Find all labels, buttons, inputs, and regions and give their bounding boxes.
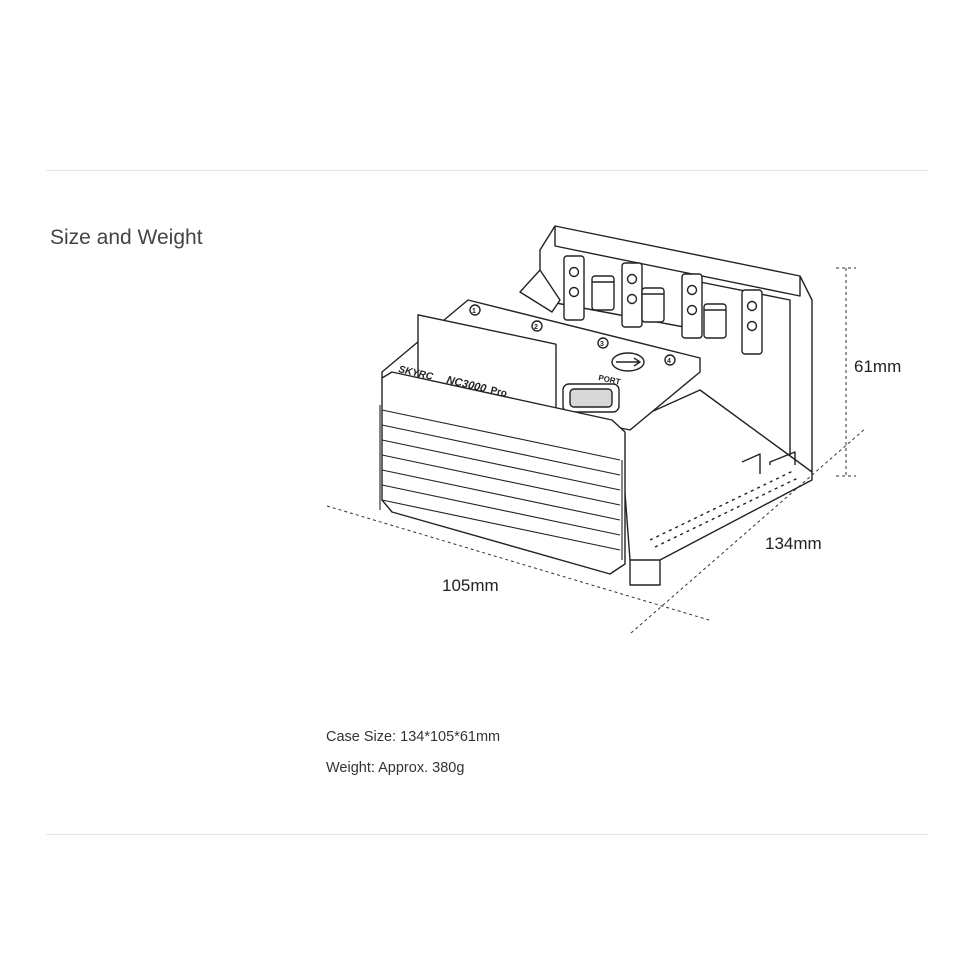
charger-feet (629, 451, 796, 586)
slot-number-3: 3 (600, 341, 604, 348)
model-suffix: Pro (489, 385, 508, 399)
bottom-divider (46, 834, 928, 835)
weight-text: Weight: Approx. 380g (326, 760, 465, 776)
slot-number-2: 2 (534, 324, 538, 331)
front-vents (379, 405, 623, 560)
depth-label: 134mm (765, 534, 822, 553)
battery-contacts (563, 255, 763, 355)
width-dimension-line (326, 505, 710, 621)
slot-number-4: 4 (667, 358, 671, 365)
spec-list: Case Size: 134*105*61mm Weight: Approx. … (326, 727, 500, 789)
depth-dimension-line (630, 427, 867, 634)
case-size-text: Case Size: 134*105*61mm (326, 729, 501, 745)
height-label: 61mm (854, 357, 901, 376)
width-label: 105mm (442, 576, 499, 595)
top-divider (46, 170, 928, 171)
slot-number-1: 1 (472, 308, 476, 315)
section-title: Size and Weight (50, 226, 203, 249)
